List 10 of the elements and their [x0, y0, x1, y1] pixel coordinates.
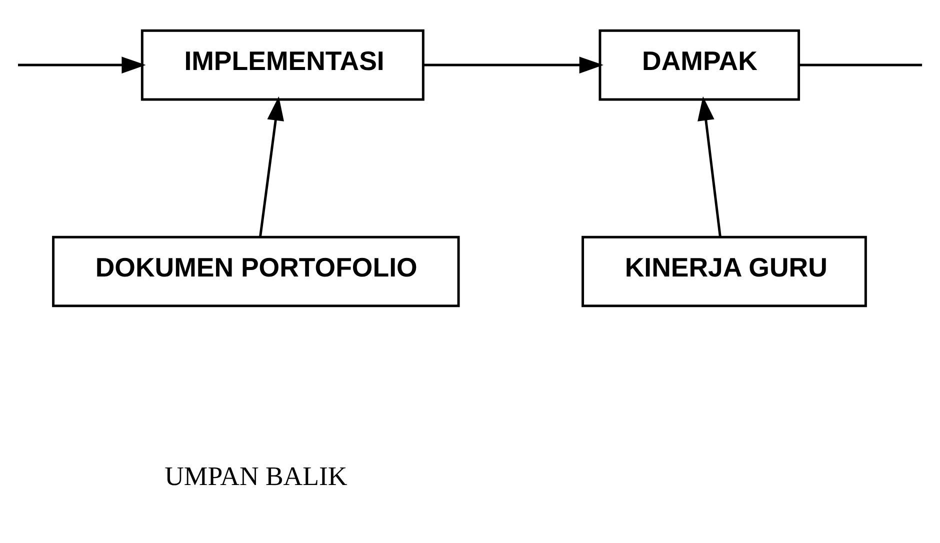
node-box: DOKUMEN PORTOFOLIO: [52, 236, 460, 308]
connector: [798, 64, 922, 66]
arrow: [423, 56, 604, 74]
arrow: [698, 96, 722, 238]
label: UMPAN BALIK: [164, 461, 348, 492]
node-box: IMPLEMENTASI: [140, 29, 424, 101]
node-box: DAMPAK: [598, 29, 800, 101]
arrow: [18, 56, 146, 74]
node-box: KINERJA GURU: [582, 236, 867, 308]
arrow: [258, 96, 284, 238]
